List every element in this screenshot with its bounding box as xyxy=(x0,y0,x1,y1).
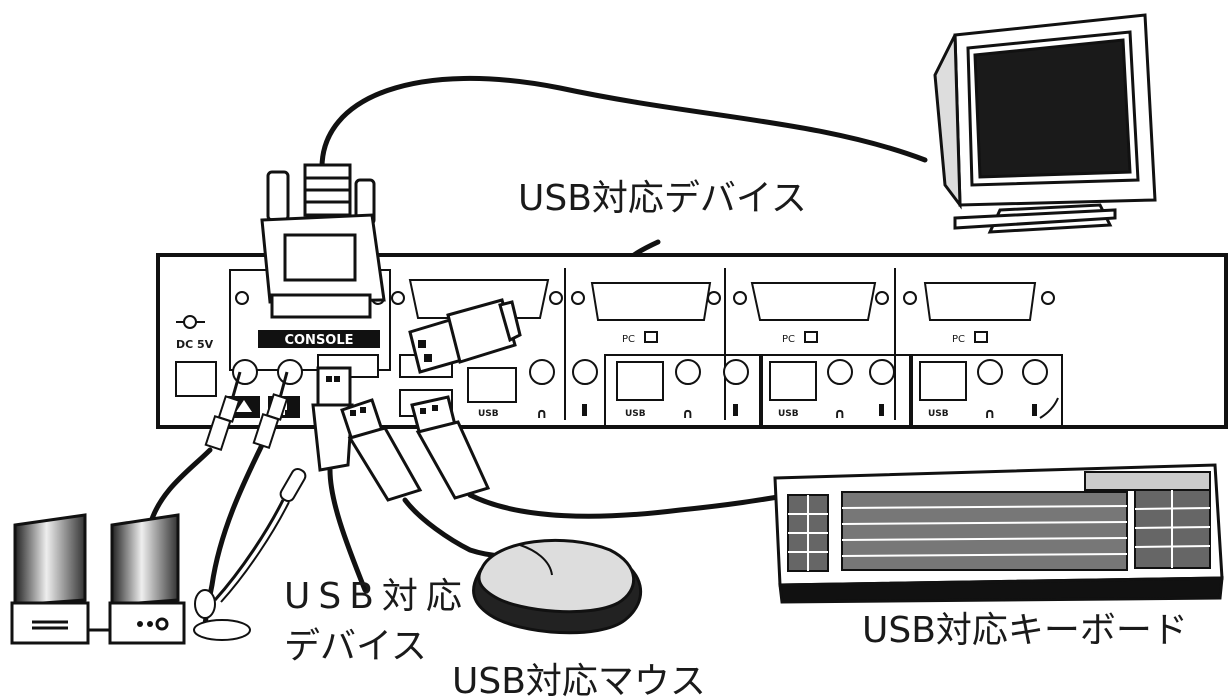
pc-label-2: PC xyxy=(622,334,635,345)
speaker-cable xyxy=(150,450,210,525)
usb-port-label-2: USB xyxy=(625,409,646,419)
usb-device-cable-bottom xyxy=(330,470,365,590)
label-usb-device-bottom-1: USB対応 xyxy=(284,576,470,617)
mouse xyxy=(474,540,641,632)
vga-cable xyxy=(322,78,925,170)
headphone-icon: ∩ xyxy=(682,406,693,422)
keyboard-cable xyxy=(470,495,790,516)
monitor xyxy=(935,15,1155,232)
pc-label-3: PC xyxy=(782,334,795,345)
headphone-icon: ∩ xyxy=(536,406,547,422)
label-usb-keyboard: USB対応キーボード xyxy=(862,610,1188,651)
headphone-icon: ∩ xyxy=(834,406,845,422)
console-label: CONSOLE xyxy=(284,333,353,348)
keyboard xyxy=(775,465,1222,602)
vga-connector xyxy=(262,165,384,317)
label-usb-mouse: USB対応マウス xyxy=(452,661,706,700)
usb-port-label-3: USB xyxy=(778,409,799,419)
label-usb-device-top: USB対応デバイス xyxy=(518,178,807,219)
headphone-icon: ∩ xyxy=(984,406,995,422)
usb-port-label-1: USB xyxy=(478,409,499,419)
speakers xyxy=(12,515,184,643)
pc-label-4: PC xyxy=(952,334,965,345)
label-usb-device-bottom-2: デバイス xyxy=(284,626,427,667)
power-label: DC 5V xyxy=(176,338,214,351)
usb-port-label-4: USB xyxy=(928,409,949,419)
